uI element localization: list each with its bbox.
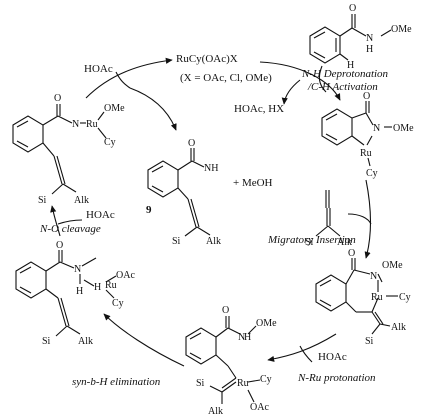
prot-nh-h: H <box>244 332 251 343</box>
step-ch-activation: /C-H Activation <box>307 81 378 93</box>
prot-si: Si <box>196 378 205 389</box>
amide-si: Si <box>38 195 47 206</box>
product-si: Si <box>172 236 181 247</box>
hyd-n: N <box>74 264 81 275</box>
step-nh-deprotonation: N-H Deprotonation <box>301 68 389 80</box>
hyd-hydride-h: H <box>94 282 101 293</box>
hyd-ru: Ru <box>105 280 117 291</box>
hyd-oac: OAc <box>116 270 135 281</box>
allene-si: Si <box>305 237 314 248</box>
rc5-n: N <box>373 123 380 134</box>
amide-alk: Alk <box>74 195 89 206</box>
product-alk: Alk <box>206 236 221 247</box>
prot-cy: Cy <box>260 374 272 385</box>
product-9: O NH 9 + MeOH Si Alk <box>146 138 273 247</box>
prot-n: N <box>238 332 245 343</box>
product-label: 9 <box>146 204 152 216</box>
rc7-ome: OMe <box>382 260 403 271</box>
product-o: O <box>188 138 195 149</box>
amide-cy: Cy <box>104 137 116 148</box>
rc7-ru: Ru <box>371 292 383 303</box>
catalyst-formula: RuCy(OAc)X <box>176 53 238 65</box>
ruthenacycle-seven-membered: O N OMe Ru Cy Alk Si <box>315 248 411 347</box>
step-no-cleavage: N-O cleavage <box>39 223 101 235</box>
amide-ome: OMe <box>104 103 125 114</box>
hydride-intermediate: O N H H Ru OAc Cy Si Alk <box>15 240 135 347</box>
reagent-hoac-cleavage: HOAc <box>86 209 115 221</box>
hyd-nh-h: H <box>76 286 83 297</box>
prot-ru: Ru <box>237 378 249 389</box>
catalyst-variants: (X = OAc, Cl, OMe) <box>180 72 272 84</box>
meoh-byproduct: + MeOH <box>233 177 273 189</box>
hyd-o: O <box>56 240 63 251</box>
step-labels: N-H Deprotonation /C-H Activation HOAc, … <box>39 63 389 388</box>
reagent-hoac-protonation: HOAc <box>318 351 347 363</box>
substrate-o: O <box>349 3 356 14</box>
prot-ome: OMe <box>256 318 277 329</box>
rc7-cy: Cy <box>399 292 411 303</box>
substrate-n: N <box>366 33 373 44</box>
substrate-aryl-h: H <box>347 60 354 71</box>
protonated-intermediate: O N H OMe Ru Cy OAc Si Alk <box>185 305 277 417</box>
amide-ru: Ru <box>86 119 98 130</box>
rc7-si: Si <box>365 336 374 347</box>
rc7-o: O <box>348 248 355 259</box>
substrate-nh-h: H <box>366 44 373 55</box>
prot-o: O <box>222 305 229 316</box>
ru-amide-intermediate: O N Ru OMe Cy Si Alk <box>12 93 125 206</box>
rc5-o: O <box>363 91 370 102</box>
rc7-alk: Alk <box>391 322 406 333</box>
substrate-ome: OMe <box>391 24 412 35</box>
hyd-si: Si <box>42 336 51 347</box>
amide-n: N <box>72 119 79 130</box>
product-nh: NH <box>204 163 218 174</box>
catalyst-group: RuCy(OAc)X (X = OAc, Cl, OMe) <box>176 53 272 84</box>
rc5-cy: Cy <box>366 168 378 179</box>
substrate-structure: O N H OMe H <box>309 3 412 71</box>
reagent-hoac-hx: HOAc, HX <box>234 103 284 115</box>
rc5-ome: OMe <box>393 123 414 134</box>
cycle-arrows <box>50 57 372 367</box>
allene-reagent: Si Alk <box>305 190 352 248</box>
step-syn-elimination: syn-b-H elimination <box>72 376 161 388</box>
step-n-ru-protonation: N-Ru protonation <box>297 372 376 384</box>
allene-alk: Alk <box>337 237 352 248</box>
hyd-cy: Cy <box>112 298 124 309</box>
step-migratory-insertion: Migratory Insertion <box>267 234 356 246</box>
rc7-n: N <box>370 271 377 282</box>
reagent-hoac-top: HOAc <box>84 63 113 75</box>
ruthenacycle-five-membered: O N OMe Ru Cy <box>321 91 414 179</box>
amide-o: O <box>54 93 61 104</box>
prot-oac: OAc <box>250 402 269 413</box>
prot-alk: Alk <box>208 406 223 417</box>
hyd-alk: Alk <box>78 336 93 347</box>
rc5-ru: Ru <box>360 148 372 159</box>
